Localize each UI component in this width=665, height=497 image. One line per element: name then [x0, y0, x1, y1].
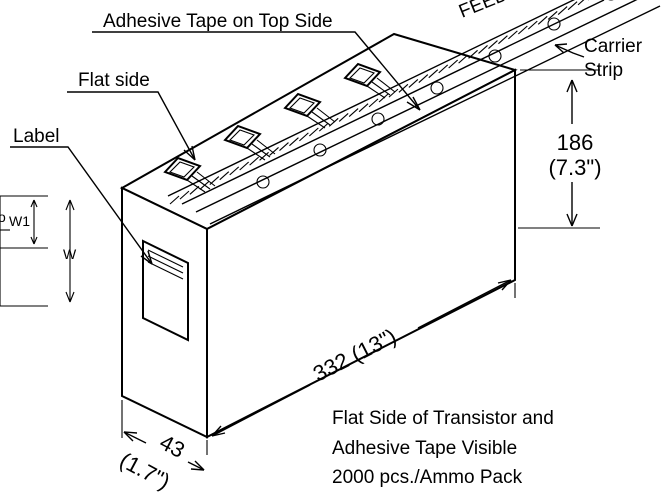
hatch-mark: [517, 25, 528, 35]
adhesive-tape-strip: [167, 0, 605, 205]
hatch-mark: [567, 1, 578, 11]
arrowhead: [190, 460, 205, 471]
transistor: [283, 92, 336, 129]
w1-label: W1: [9, 213, 30, 229]
label-callout-text: Label: [13, 126, 60, 147]
tape-hatching: [169, 0, 589, 205]
box-label: [142, 239, 189, 342]
hatch-mark: [259, 151, 269, 161]
arrowhead: [566, 213, 578, 227]
sprocket-hole: [430, 81, 444, 95]
hatch-mark: [488, 40, 498, 49]
hatch-mark: [289, 137, 299, 147]
hatch-mark: [269, 147, 279, 156]
arrowhead: [123, 431, 138, 442]
sprocket-hole: [256, 175, 270, 189]
hatch-mark: [308, 127, 319, 137]
carrier-label-line2: Strip: [584, 60, 623, 81]
hatch-mark: [189, 185, 200, 195]
note-line-3: 2000 pcs./Ammo Pack: [332, 467, 523, 488]
label-leader: [10, 146, 153, 265]
hatch-mark: [338, 113, 349, 122]
transistors: [163, 62, 396, 193]
feed-label: FEED: [456, 0, 511, 23]
hatch-mark: [468, 49, 478, 59]
sprocket-hole: [488, 49, 502, 63]
carrier-label-line1: Carrier: [584, 36, 643, 57]
hatch-mark: [547, 11, 558, 20]
hatch-mark: [398, 83, 409, 93]
hatch-mark: [239, 161, 250, 171]
depth-mm: 43: [156, 429, 189, 463]
hatch-mark: [408, 79, 419, 88]
sprocket-holes: [256, 0, 614, 189]
hatch-mark: [448, 59, 459, 69]
hatch-mark: [438, 64, 449, 74]
hatch-mark: [249, 156, 259, 166]
hatch-mark: [527, 20, 538, 30]
arrowhead: [406, 96, 421, 111]
hatch-mark: [418, 74, 429, 83]
flat-side-leader: [67, 91, 196, 161]
arrowhead: [183, 145, 196, 161]
hatch-mark: [478, 45, 488, 54]
depth-dimension-line: [187, 461, 205, 471]
w-label: W: [63, 246, 77, 262]
hatch-mark: [299, 132, 309, 142]
hatch-mark: [169, 195, 180, 205]
arrowhead: [554, 43, 568, 54]
note-line-1: Flat Side of Transistor and: [332, 408, 554, 429]
length-dimension-line: [417, 279, 512, 329]
sprocket-hole: [313, 143, 327, 157]
height-in: (7.3"): [548, 155, 601, 180]
hatch-mark: [328, 117, 339, 127]
hatch-mark: [219, 171, 230, 181]
hatch-mark: [498, 35, 508, 45]
hatch-mark: [577, 0, 585, 6]
hatch-mark: [428, 69, 439, 79]
hatch-mark: [537, 15, 548, 25]
cross-section-detail: o W1 W: [0, 195, 77, 307]
length-dimension-line: [211, 384, 311, 437]
hatch-mark: [348, 108, 359, 117]
height-mm: 186: [557, 130, 594, 155]
adhesive-tape-label: Adhesive Tape on Top Side: [103, 11, 333, 32]
hatch-mark: [388, 88, 399, 98]
hatch-mark: [458, 54, 468, 64]
hatch-mark: [557, 6, 568, 15]
note-line-2: Adhesive Tape Visible: [332, 438, 517, 459]
hatch-mark: [229, 166, 240, 176]
hatch-mark: [368, 98, 379, 108]
hatch-mark: [279, 142, 289, 151]
carrier-leader: [554, 44, 585, 58]
flat-side-label: Flat side: [78, 70, 150, 91]
hatch-mark: [358, 103, 369, 113]
hatch-mark: [179, 190, 190, 200]
sprocket-hole: [547, 17, 561, 31]
depth-dimension-line: [123, 431, 147, 444]
w1-prefix: o: [0, 209, 6, 225]
adhesive-tape-leader: [92, 31, 421, 111]
arrowhead: [566, 79, 578, 93]
sprocket-hole: [371, 112, 385, 126]
transistor: [163, 156, 216, 193]
carrier-strip-edge: [209, 5, 661, 225]
arrowhead: [140, 250, 153, 265]
transistor: [223, 124, 276, 161]
arrowhead: [211, 425, 226, 437]
hatch-mark: [508, 30, 518, 40]
hatch-mark: [378, 93, 389, 103]
transistor: [343, 62, 396, 99]
arrowhead: [497, 279, 512, 291]
